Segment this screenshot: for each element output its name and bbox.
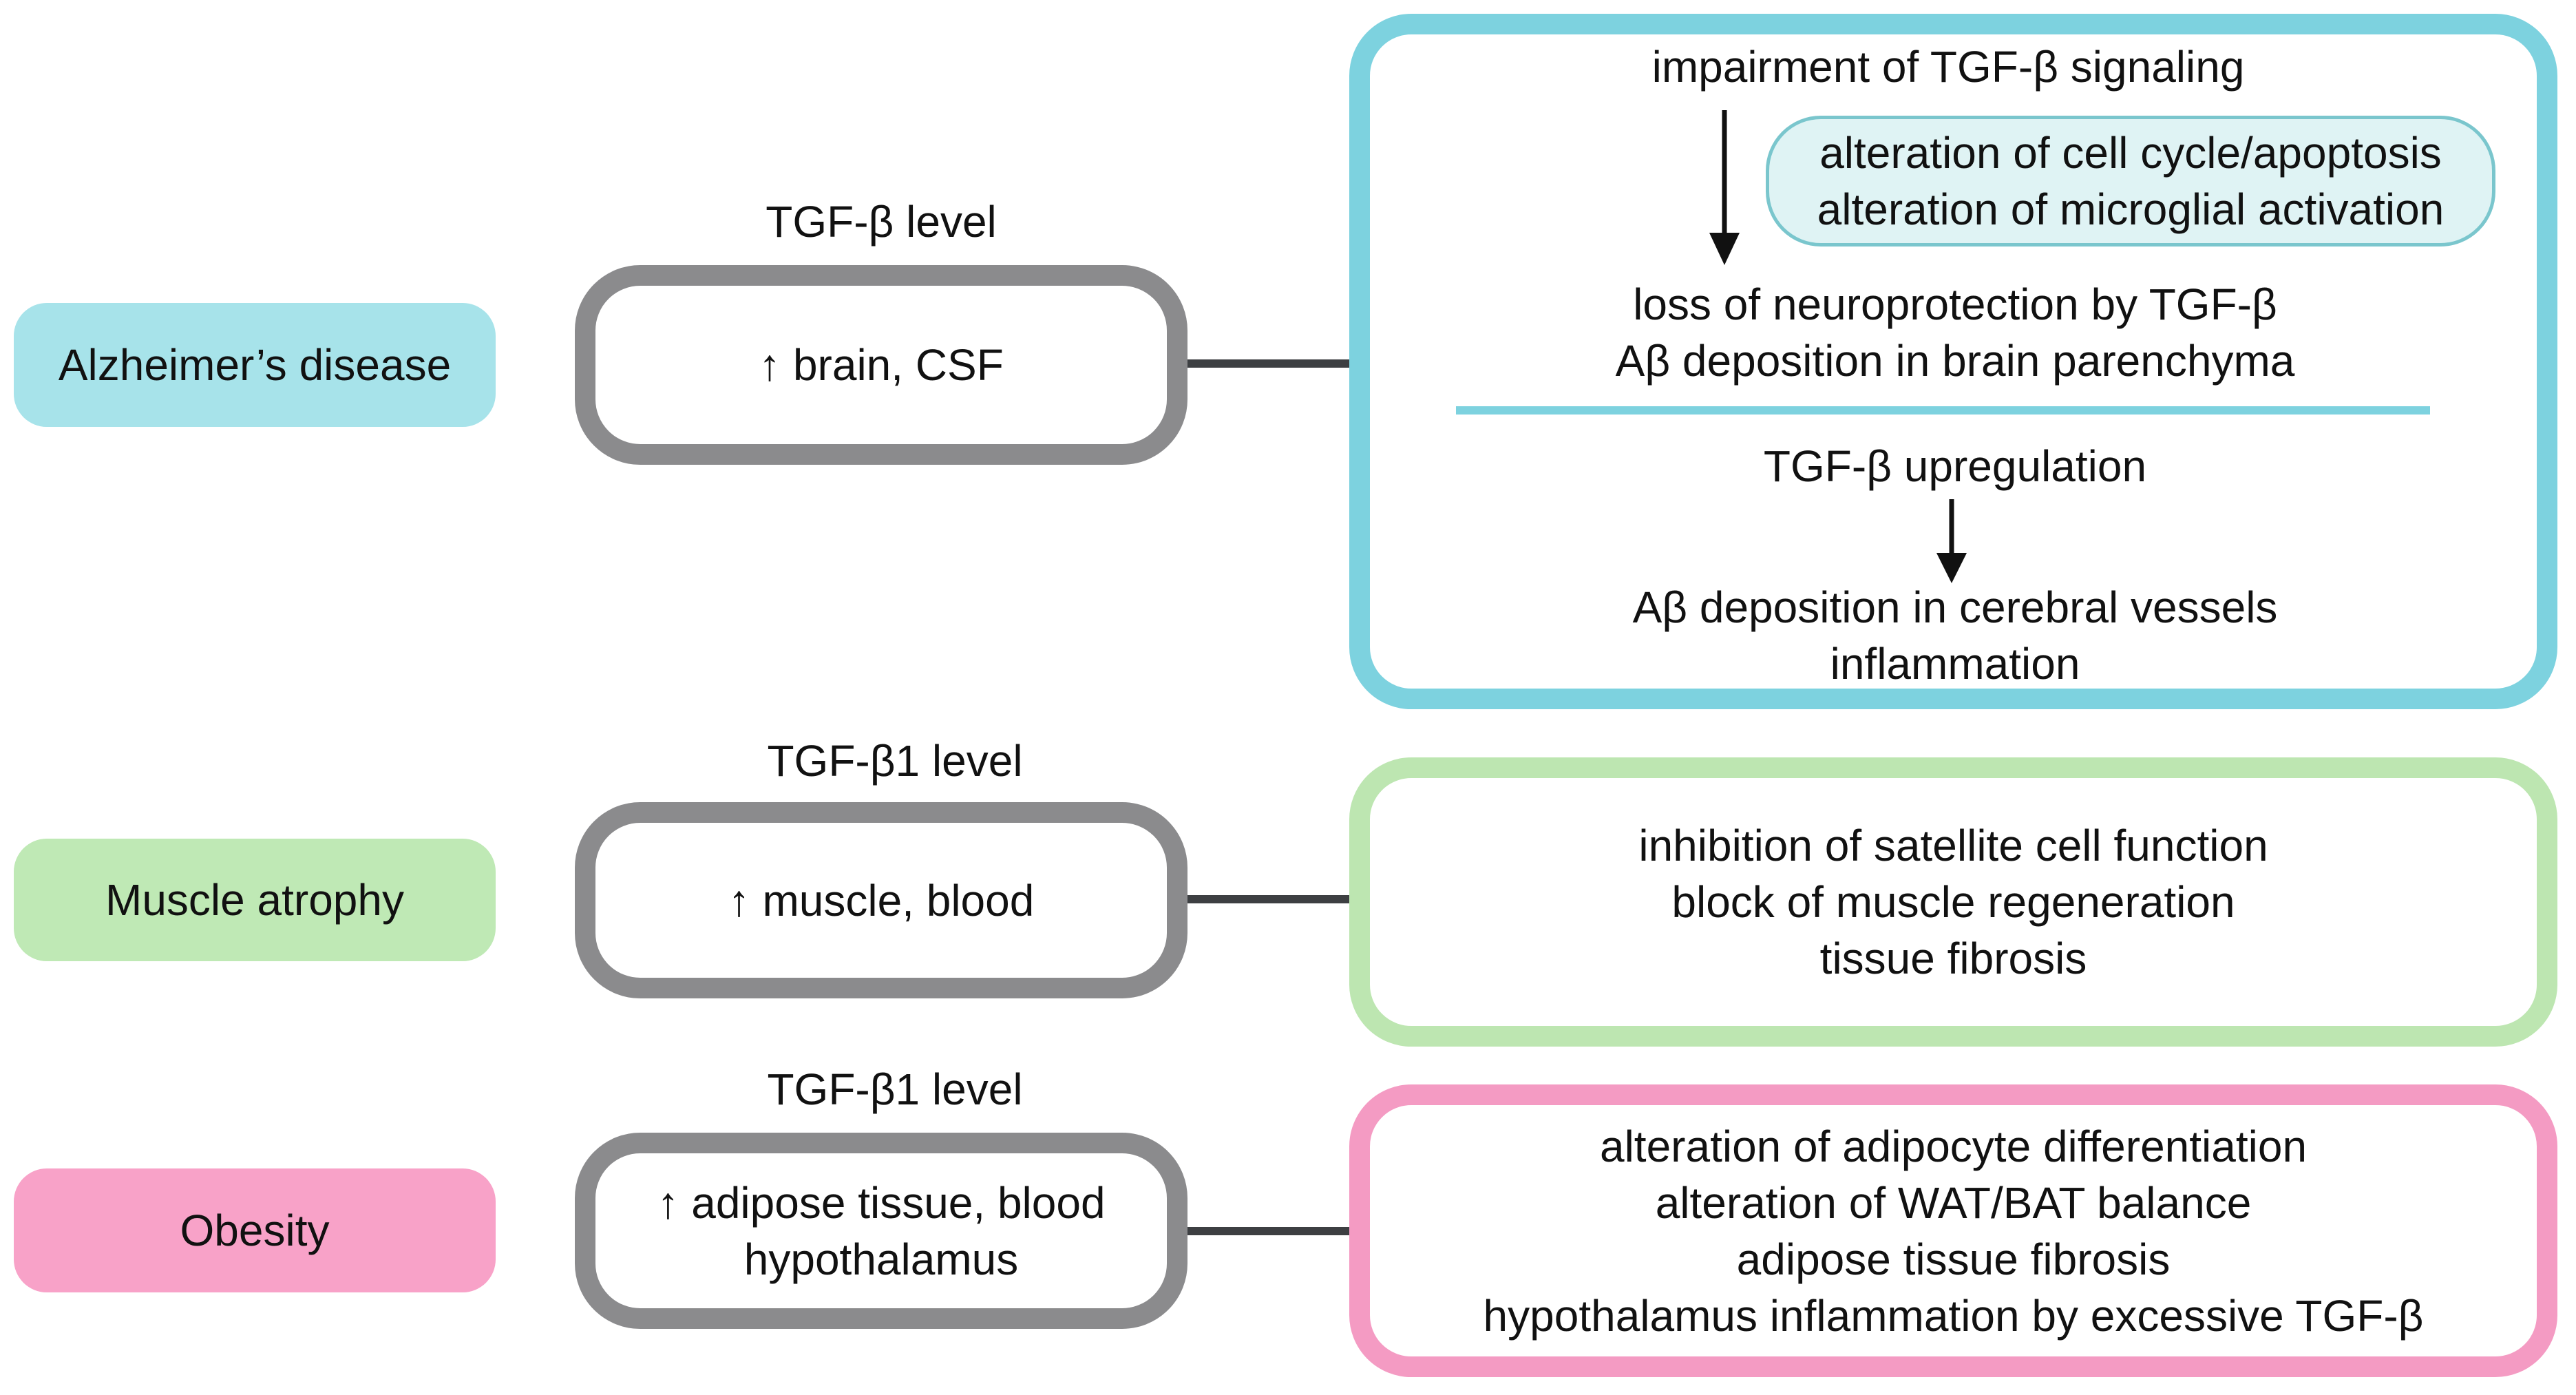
effect-line: impairment of TGF-β signaling <box>1651 42 2245 92</box>
effect-line: alteration of adipocyte differentiation <box>1599 1121 2308 1171</box>
effect-line: TGF-β upregulation <box>1763 441 2147 491</box>
effects-box-obesity: alteration of adipocyte differentiation … <box>1349 1084 2557 1377</box>
disease-label: Alzheimer’s disease <box>58 340 452 390</box>
level-label: TGF-β1 level <box>767 736 1023 786</box>
disease-pill-alzheimers: Alzheimer’s disease <box>14 303 496 427</box>
effect-line: alteration of microglial activation <box>1817 185 2445 234</box>
level-label: TGF-β level <box>766 197 997 247</box>
level-line: ↑ muscle, blood <box>728 875 1035 925</box>
down-arrow-icon <box>1936 499 1967 583</box>
connector-line <box>1187 1227 1350 1235</box>
level-line: ↑ adipose tissue, blood <box>657 1177 1106 1228</box>
disease-pill-obesity: Obesity <box>14 1168 496 1292</box>
level-box: ↑ brain, CSF <box>575 265 1187 465</box>
disease-label: Muscle atrophy <box>105 875 404 925</box>
effect-line: adipose tissue fibrosis <box>1736 1234 2171 1284</box>
effect-line: inhibition of satellite cell function <box>1638 821 2268 870</box>
connector-line <box>1187 895 1350 903</box>
disease-pill-muscle-atrophy: Muscle atrophy <box>14 839 496 961</box>
effects-box-muscle-atrophy: inhibition of satellite cell function bl… <box>1349 757 2557 1047</box>
level-box: ↑ muscle, blood <box>575 802 1187 998</box>
effect-line: alteration of cell cycle/apoptosis <box>1819 128 2442 178</box>
effect-line: block of muscle regeneration <box>1671 877 2235 927</box>
divider-line <box>1456 406 2430 415</box>
effect-line: tissue fibrosis <box>1819 934 2087 983</box>
effect-line: loss of neuroprotection by TGF-β <box>1633 280 2277 329</box>
effect-line: alteration of WAT/BAT balance <box>1655 1177 2252 1228</box>
connector-line <box>1187 359 1350 368</box>
effect-line: Aβ deposition in cerebral vessels <box>1632 583 2278 632</box>
level-label: TGF-β1 level <box>767 1064 1023 1114</box>
effect-line: hypothalamus inflammation by excessive T… <box>1483 1290 2424 1341</box>
effect-line: Aβ deposition in brain parenchyma <box>1615 336 2295 386</box>
level-line: ↑ brain, CSF <box>759 340 1004 390</box>
down-arrow-icon <box>1709 110 1740 265</box>
level-line: hypothalamus <box>743 1234 1019 1284</box>
disease-label: Obesity <box>180 1206 330 1255</box>
effect-line: inflammation <box>1830 639 2080 689</box>
alteration-box: alteration of cell cycle/apoptosis alter… <box>1766 116 2495 247</box>
level-box: ↑ adipose tissue, blood hypothalamus <box>575 1133 1187 1329</box>
